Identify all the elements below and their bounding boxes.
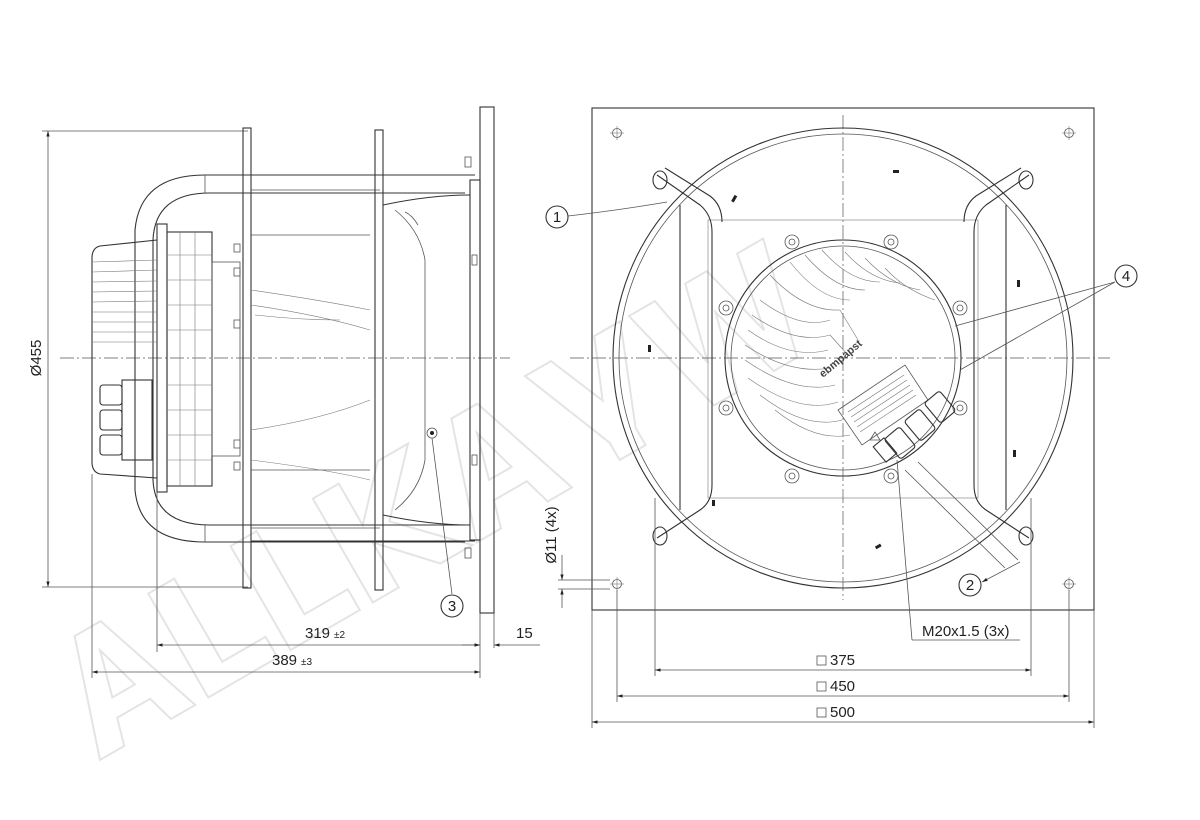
square-dimensions: 375 450 500	[591, 498, 1095, 728]
diameter-label: Ø455	[28, 340, 45, 377]
callout-3-label: 3	[448, 598, 456, 615]
side-view: Ø455	[28, 106, 540, 678]
brand-logo: ebmpapst	[817, 337, 865, 380]
dim-375-label: 375	[830, 652, 855, 669]
support-bracket	[134, 174, 465, 543]
inlet-ring-outer	[612, 127, 1074, 589]
heatsink-fins	[744, 249, 936, 437]
callout-2: 2	[904, 461, 1021, 597]
callout-4-label: 4	[1122, 268, 1130, 285]
callout-4: 4	[954, 264, 1138, 371]
watermark	[73, 237, 799, 762]
callout-1-label: 1	[553, 209, 561, 226]
impeller-backplate	[374, 129, 384, 591]
motor-disc	[724, 239, 962, 477]
inlet-plate	[242, 127, 252, 589]
ring-slots	[648, 170, 1020, 550]
cable-glands-front	[872, 391, 956, 463]
square-plate-500	[591, 107, 1095, 611]
dim-500-label: 500	[830, 704, 855, 721]
dim-15-label: 15	[516, 625, 533, 642]
callout-3: 3	[426, 427, 464, 618]
hole-dimension: Ø11 (4x)	[543, 506, 610, 608]
thread-callout: M20x1.5 (3x)	[896, 459, 1020, 641]
rating-label	[837, 364, 929, 446]
bracket-tubes-front	[652, 167, 1034, 546]
dim-389-label: 389±3	[272, 652, 313, 669]
thread-label: M20x1.5 (3x)	[922, 623, 1010, 640]
dim-319-label: 319±2	[305, 625, 346, 642]
callout-2-label: 2	[966, 577, 974, 594]
motor-electronics-housing	[91, 239, 158, 479]
callout-1: 1	[545, 201, 668, 229]
motor-mounting-bolts	[718, 234, 968, 484]
hole-label: Ø11 (4x)	[543, 506, 560, 563]
corner-holes	[610, 126, 1076, 591]
cable-glands-side	[99, 379, 153, 461]
dim-450-label: 450	[830, 678, 855, 695]
